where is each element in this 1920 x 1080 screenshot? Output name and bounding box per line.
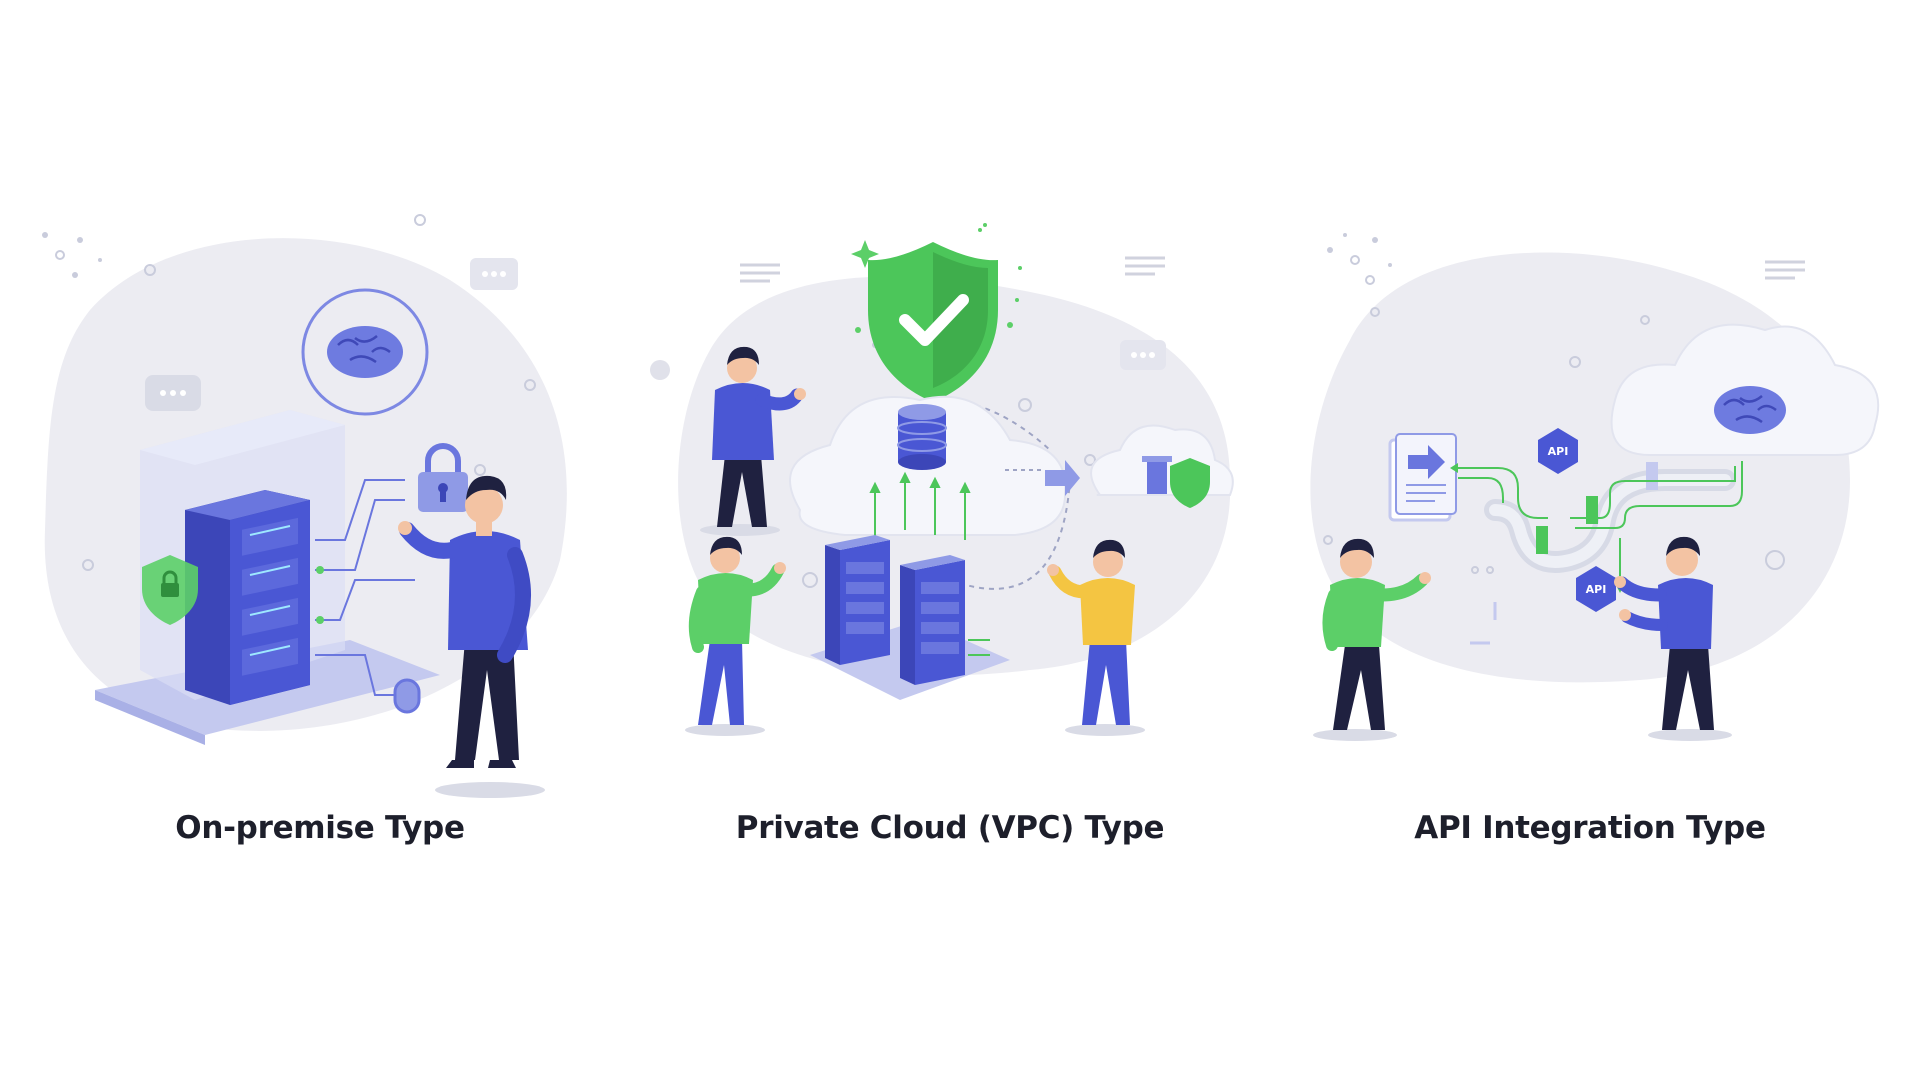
- arrow-right-icon: [1005, 460, 1080, 496]
- panel-private-cloud: Private Cloud (VPC) Type: [650, 200, 1250, 846]
- text-lines-icon: [740, 256, 1165, 283]
- private-cloud-illustration: [650, 223, 1234, 736]
- chat-bubble-icon: [145, 375, 201, 411]
- api-integration-illustration: API API: [1310, 233, 1880, 741]
- server-rack-icon: [185, 490, 310, 705]
- chat-bubble-icon: [1120, 340, 1166, 370]
- person-presenter: [398, 475, 545, 798]
- connection-lines: [315, 479, 415, 696]
- panel-api-integration: API API: [1290, 200, 1890, 846]
- api-badge-label: API: [1548, 445, 1569, 458]
- brain-icon: [327, 326, 403, 378]
- person-presenter: [1047, 539, 1145, 736]
- orbit-ring: [301, 288, 429, 416]
- api-badge: API: [1576, 566, 1616, 612]
- data-flow-lines: [1458, 461, 1743, 588]
- panel-caption: Private Cloud (VPC) Type: [735, 810, 1165, 846]
- api-badge: API: [1538, 428, 1578, 474]
- panel-caption: On-premise Type: [175, 810, 465, 846]
- server-rack-icon: [825, 535, 890, 665]
- text-lines-icon: [1765, 260, 1805, 280]
- person-presenter: [1313, 538, 1431, 741]
- brain-icon: [1714, 386, 1786, 434]
- person-presenter: [685, 536, 786, 736]
- document-icon: [1388, 433, 1457, 522]
- upload-arrows: [869, 471, 971, 540]
- on-premise-illustration: [42, 214, 567, 798]
- sparkle-icon: [851, 223, 1022, 333]
- small-cloud-icon: [1090, 424, 1234, 508]
- padlock-icon: [418, 443, 468, 512]
- panel-on-premise: On-premise Type: [20, 200, 620, 846]
- server-rack-icon: [900, 555, 965, 685]
- person-presenter: [1614, 536, 1732, 741]
- decor-dots: [1323, 233, 1785, 574]
- panel-caption: API Integration Type: [1414, 810, 1766, 846]
- chat-bubble-icon: [470, 258, 518, 290]
- pipe-connector: [1484, 462, 1736, 573]
- decor-dots: [42, 214, 536, 571]
- shield-lock-icon: [142, 555, 198, 625]
- database-icon: [897, 404, 947, 470]
- shield-check-icon: [868, 242, 998, 402]
- person-presenter: [700, 346, 806, 536]
- fingerprint-node-icon: [393, 678, 421, 714]
- api-badge-label: API: [1586, 583, 1607, 596]
